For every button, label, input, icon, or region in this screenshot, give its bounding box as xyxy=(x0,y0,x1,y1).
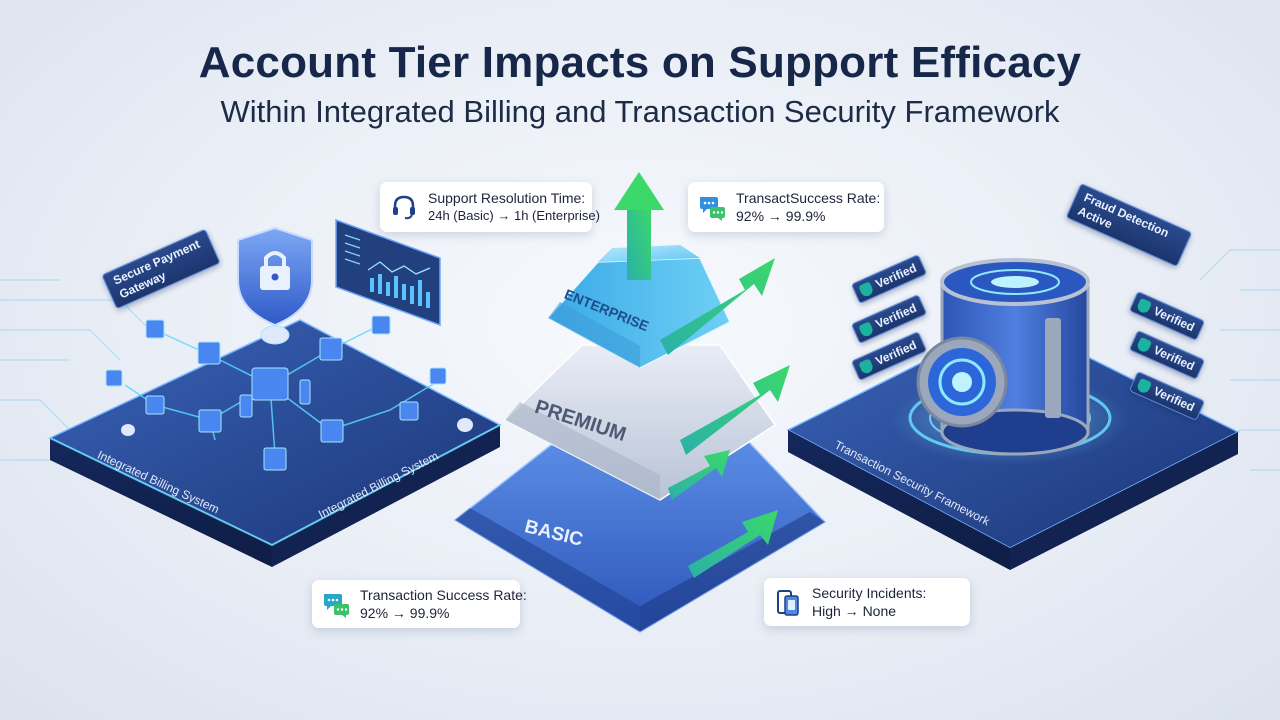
mobile-devices-icon xyxy=(777,590,799,616)
analytics-panel xyxy=(335,218,441,327)
chat-bubbles-icon xyxy=(324,594,349,618)
network-cubes xyxy=(105,315,473,471)
transact-rate-callout-top: TransactSuccess Rate: 92% → 99.9% xyxy=(688,182,884,232)
security-incidents-title: Security Incidents: xyxy=(812,585,927,601)
support-time-title: Support Resolution Time: xyxy=(428,190,586,206)
security-incidents-callout: Security Incidents: High → None xyxy=(764,578,970,626)
growth-arrows xyxy=(614,172,790,578)
page-subtitle: Within Integrated Billing and Transactio… xyxy=(220,94,1060,129)
support-time-callout: Support Resolution Time: 24h (Basic) → 1… xyxy=(380,182,600,232)
circuit-lines-right xyxy=(1199,249,1280,471)
transaction-rate-value: 92% → 99.9% xyxy=(360,605,450,621)
shield-check-icon xyxy=(858,321,875,339)
transaction-rate-callout-bottom: Transaction Success Rate: 92% → 99.9% xyxy=(312,580,527,628)
shield-check-icon xyxy=(858,358,875,376)
shield-lock-icon xyxy=(237,226,313,327)
shield-check-icon xyxy=(1135,297,1153,315)
tier-pyramid xyxy=(453,245,827,633)
security-incidents-value: High → None xyxy=(812,603,897,619)
chat-bubbles-icon xyxy=(700,197,725,221)
page-title: Account Tier Impacts on Support Efficacy xyxy=(198,38,1082,87)
support-time-value: 24h (Basic) → 1h (Enterprise) xyxy=(428,208,600,223)
transact-rate-title: TransactSuccess Rate: xyxy=(736,190,881,206)
transact-rate-value: 92% → 99.9% xyxy=(736,208,826,224)
vault-icon xyxy=(916,258,1090,456)
billing-platform xyxy=(48,319,502,567)
headset-icon xyxy=(393,195,415,220)
shield-check-icon xyxy=(1135,336,1153,354)
transaction-rate-title: Transaction Success Rate: xyxy=(360,587,527,603)
shield-check-icon xyxy=(858,281,875,299)
shield-check-icon xyxy=(1135,377,1153,395)
